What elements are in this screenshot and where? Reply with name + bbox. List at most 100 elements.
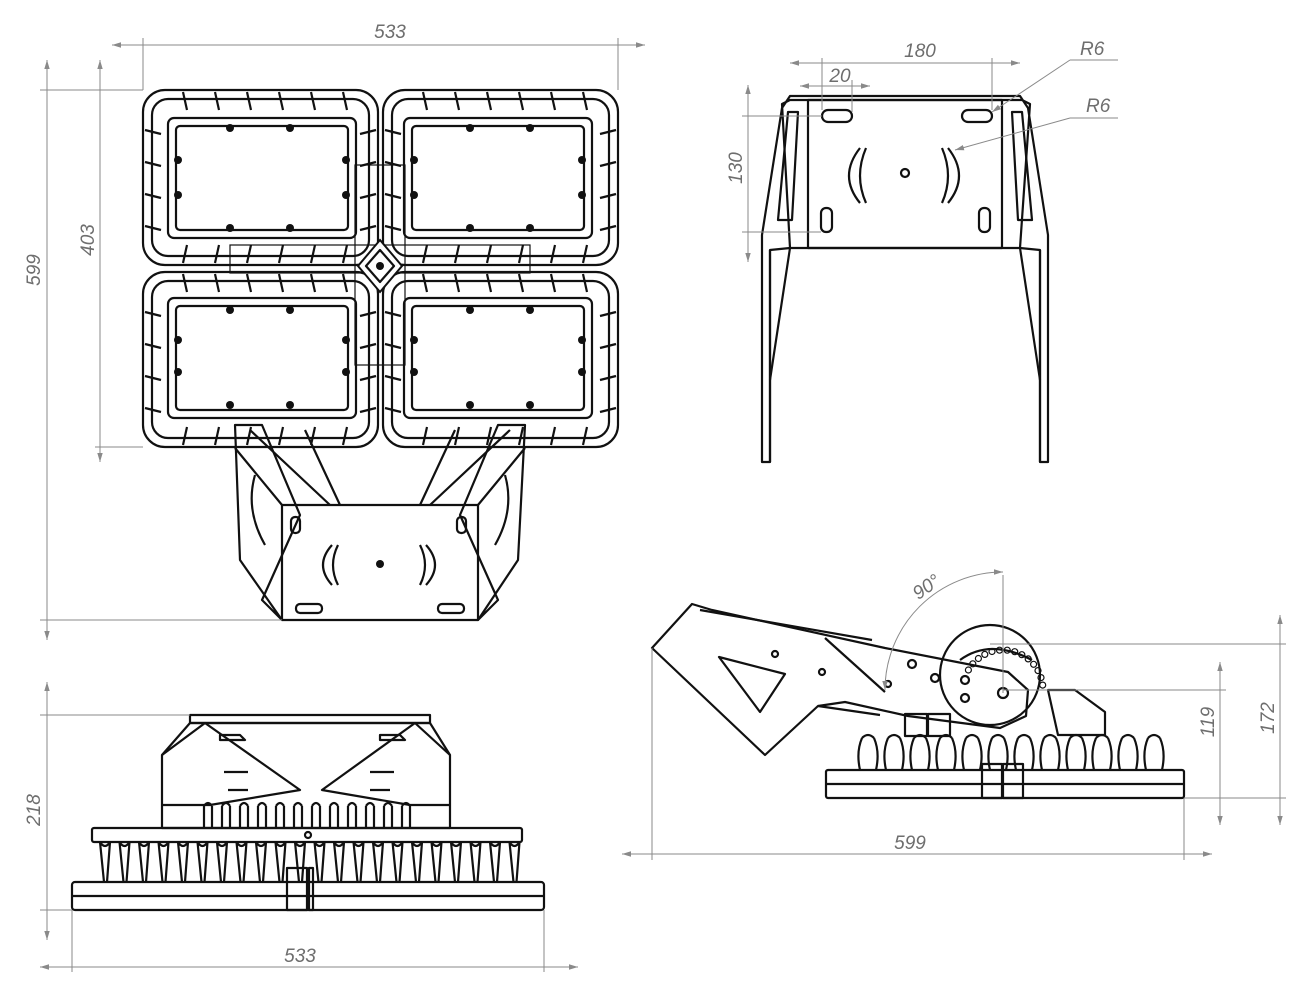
adjustment-tooth bbox=[1003, 646, 1011, 654]
fin bbox=[313, 841, 326, 883]
fin-line bbox=[341, 244, 349, 264]
side-length-label: 599 bbox=[894, 833, 926, 854]
bottom-height-label: 218 bbox=[24, 794, 45, 827]
side-angle-label: 90° bbox=[909, 570, 945, 604]
fin bbox=[235, 841, 248, 883]
fin-line bbox=[453, 426, 461, 446]
fin bbox=[220, 801, 232, 828]
adjustment-tooth bbox=[1039, 681, 1047, 689]
fin-line bbox=[384, 192, 402, 200]
fin bbox=[857, 733, 879, 771]
adjustment-tooth bbox=[1011, 648, 1019, 656]
fin bbox=[238, 801, 250, 828]
front-head-height-dimension: 403 bbox=[78, 60, 143, 462]
fin-line bbox=[599, 310, 617, 318]
fin bbox=[292, 801, 304, 828]
fin bbox=[1013, 733, 1035, 771]
fin-line bbox=[517, 273, 525, 293]
fin-line bbox=[277, 273, 285, 293]
fin-line bbox=[245, 426, 253, 446]
fin-line bbox=[359, 310, 377, 318]
adjustment-tooth bbox=[964, 666, 973, 674]
side-height-dimension-2: 172 bbox=[990, 615, 1286, 825]
bottom-width-label: 533 bbox=[284, 946, 316, 967]
bracket-slot-label: 20 bbox=[828, 66, 851, 87]
adjustment-tooth bbox=[1034, 666, 1042, 675]
fin bbox=[346, 801, 358, 828]
fin-line bbox=[144, 406, 162, 414]
fin bbox=[254, 841, 268, 883]
heat-sink-fins-bottom bbox=[98, 841, 521, 883]
fin-line bbox=[181, 273, 189, 293]
fin-line bbox=[581, 273, 589, 293]
fin-line bbox=[384, 224, 402, 232]
fin-line bbox=[549, 273, 557, 293]
fin bbox=[909, 733, 931, 771]
fin bbox=[935, 733, 957, 771]
lamp-module-top-right bbox=[381, 88, 620, 267]
fin-line bbox=[549, 426, 557, 446]
fin-line bbox=[144, 224, 162, 232]
fin-line bbox=[341, 91, 349, 111]
fin bbox=[1091, 733, 1113, 771]
fin-line bbox=[485, 426, 493, 446]
front-width-label: 533 bbox=[374, 22, 406, 43]
bottom-view-body bbox=[70, 713, 546, 912]
fin-line bbox=[341, 426, 349, 446]
bottom-width-dimension: 533 bbox=[40, 910, 578, 972]
fin bbox=[987, 733, 1009, 771]
fin-line bbox=[277, 91, 285, 111]
fin-line bbox=[517, 426, 525, 446]
fin bbox=[508, 841, 521, 883]
fin-line bbox=[181, 244, 189, 264]
adjustment-tooth bbox=[1029, 660, 1038, 668]
lamp-module-bottom-right bbox=[381, 270, 620, 449]
fin-line bbox=[485, 244, 493, 264]
heat-sink-fins bbox=[144, 91, 617, 446]
bottom-view: 533 218 bbox=[24, 682, 578, 972]
fin-line bbox=[581, 426, 589, 446]
fin-line bbox=[421, 244, 429, 264]
fin-line bbox=[245, 91, 253, 111]
bracket-slot-dimension: 20 bbox=[800, 66, 870, 112]
fin-line bbox=[181, 426, 189, 446]
adjustment-tooth bbox=[1037, 673, 1045, 682]
side-height-label-1: 119 bbox=[1198, 706, 1219, 737]
fin-line bbox=[517, 91, 525, 111]
fin-line bbox=[485, 91, 493, 111]
fin-line bbox=[421, 426, 429, 446]
fin bbox=[118, 841, 131, 883]
adjustment-teeth bbox=[964, 646, 1047, 689]
fin-line bbox=[309, 91, 317, 111]
front-total-height-label: 599 bbox=[24, 254, 45, 286]
fin-line bbox=[181, 91, 189, 111]
bracket-fins bbox=[202, 801, 412, 828]
fin-line bbox=[549, 91, 557, 111]
fin-line bbox=[384, 128, 402, 136]
fin-line bbox=[453, 91, 461, 111]
fin bbox=[449, 841, 463, 883]
bracket-body bbox=[760, 94, 1050, 464]
fin-line bbox=[599, 128, 617, 136]
fin bbox=[469, 841, 482, 883]
fin bbox=[400, 801, 412, 828]
fin-line bbox=[213, 91, 221, 111]
fin bbox=[410, 841, 424, 883]
fin-line bbox=[384, 374, 402, 382]
fin-line bbox=[359, 128, 377, 136]
side-view: 599 90° 119 172 bbox=[622, 569, 1286, 860]
lamp-module-top-left bbox=[141, 88, 380, 267]
fin-line bbox=[359, 192, 377, 200]
fin-line bbox=[359, 224, 377, 232]
fin-line bbox=[144, 128, 162, 136]
fin-line bbox=[359, 374, 377, 382]
fin bbox=[157, 841, 170, 883]
fin-line bbox=[599, 192, 617, 200]
fin-line bbox=[453, 273, 461, 293]
fin-line bbox=[341, 273, 349, 293]
fin bbox=[98, 841, 112, 883]
fin-line bbox=[359, 406, 377, 414]
fin-line bbox=[144, 374, 162, 382]
fin-line bbox=[453, 244, 461, 264]
